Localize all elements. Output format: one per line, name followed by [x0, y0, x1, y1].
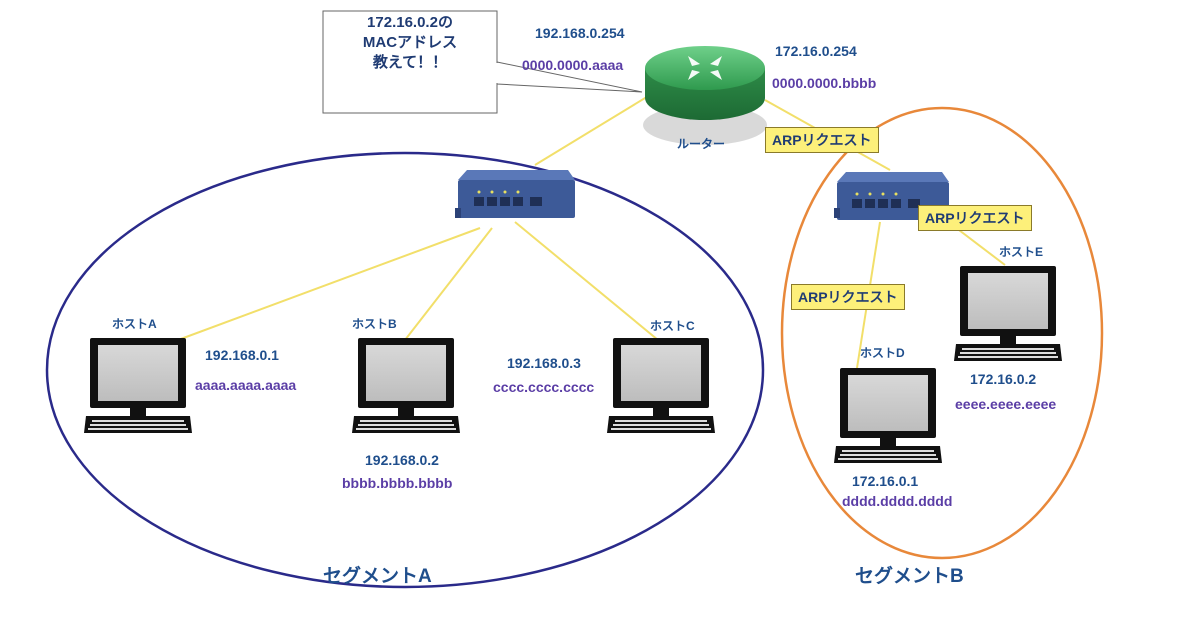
host-c-mac: cccc.cccc.cccc	[493, 379, 595, 395]
segment-b-label: セグメントB	[855, 566, 964, 587]
link-switch-a-host-b	[404, 227, 493, 341]
link-switch-a-host-a	[177, 227, 481, 341]
network-links	[177, 94, 1006, 369]
router-icon	[643, 46, 767, 145]
host-b-mac: bbbb.bbbb.bbbb	[342, 475, 453, 491]
link-router-switch-a	[534, 94, 651, 166]
arp-request-router-label: ARPリクエスト	[765, 127, 879, 153]
host-e-ip: 172.16.0.2	[970, 371, 1037, 387]
computer-a-icon	[84, 338, 192, 433]
speech-bubble	[322, 10, 643, 114]
router-ip-right: 172.16.0.254	[775, 43, 857, 59]
host-e-name: ホストE	[999, 245, 1044, 259]
router-label: ルーター	[677, 137, 726, 151]
computer-e-icon	[954, 266, 1062, 361]
host-c-name: ホストC	[650, 319, 695, 333]
computer-d-icon	[834, 368, 942, 463]
host-d-ip: 172.16.0.1	[852, 473, 919, 489]
switch-a-icon	[455, 170, 575, 218]
host-a-name: ホストA	[112, 317, 157, 331]
segment-a-outline	[45, 151, 765, 589]
computer-c-icon	[607, 338, 715, 433]
host-d-name: ホストD	[860, 346, 905, 360]
host-a-ip: 192.168.0.1	[205, 347, 279, 363]
speech-bubble-text: 172.16.0.2の MACアドレス 教えて！！	[325, 13, 495, 111]
bubble-line-3: 教えて！！	[372, 54, 448, 71]
host-d-mac: dddd.dddd.dddd	[842, 493, 953, 509]
bubble-line-1: 172.16.0.2の	[367, 14, 453, 31]
bubble-line-2: MACアドレス	[362, 34, 458, 51]
host-e-mac: eeee.eeee.eeee	[955, 396, 1057, 412]
segment-b-outline	[780, 106, 1104, 560]
link-switch-a-host-c	[514, 221, 659, 341]
arp-request-host-e-label: ARPリクエスト	[918, 205, 1032, 231]
router-mac-left: 0000.0000.aaaa	[522, 57, 624, 73]
arp-request-host-d-label: ARPリクエスト	[791, 284, 905, 310]
host-a-mac: aaaa.aaaa.aaaa	[195, 377, 297, 393]
host-b-name: ホストB	[352, 317, 397, 331]
host-c-ip: 192.168.0.3	[507, 355, 581, 371]
computer-b-icon	[352, 338, 460, 433]
host-b-ip: 192.168.0.2	[365, 452, 439, 468]
segment-a-label: セグメントA	[323, 566, 432, 587]
router-mac-right: 0000.0000.bbbb	[772, 75, 877, 91]
router-ip-left: 192.168.0.254	[535, 25, 625, 41]
